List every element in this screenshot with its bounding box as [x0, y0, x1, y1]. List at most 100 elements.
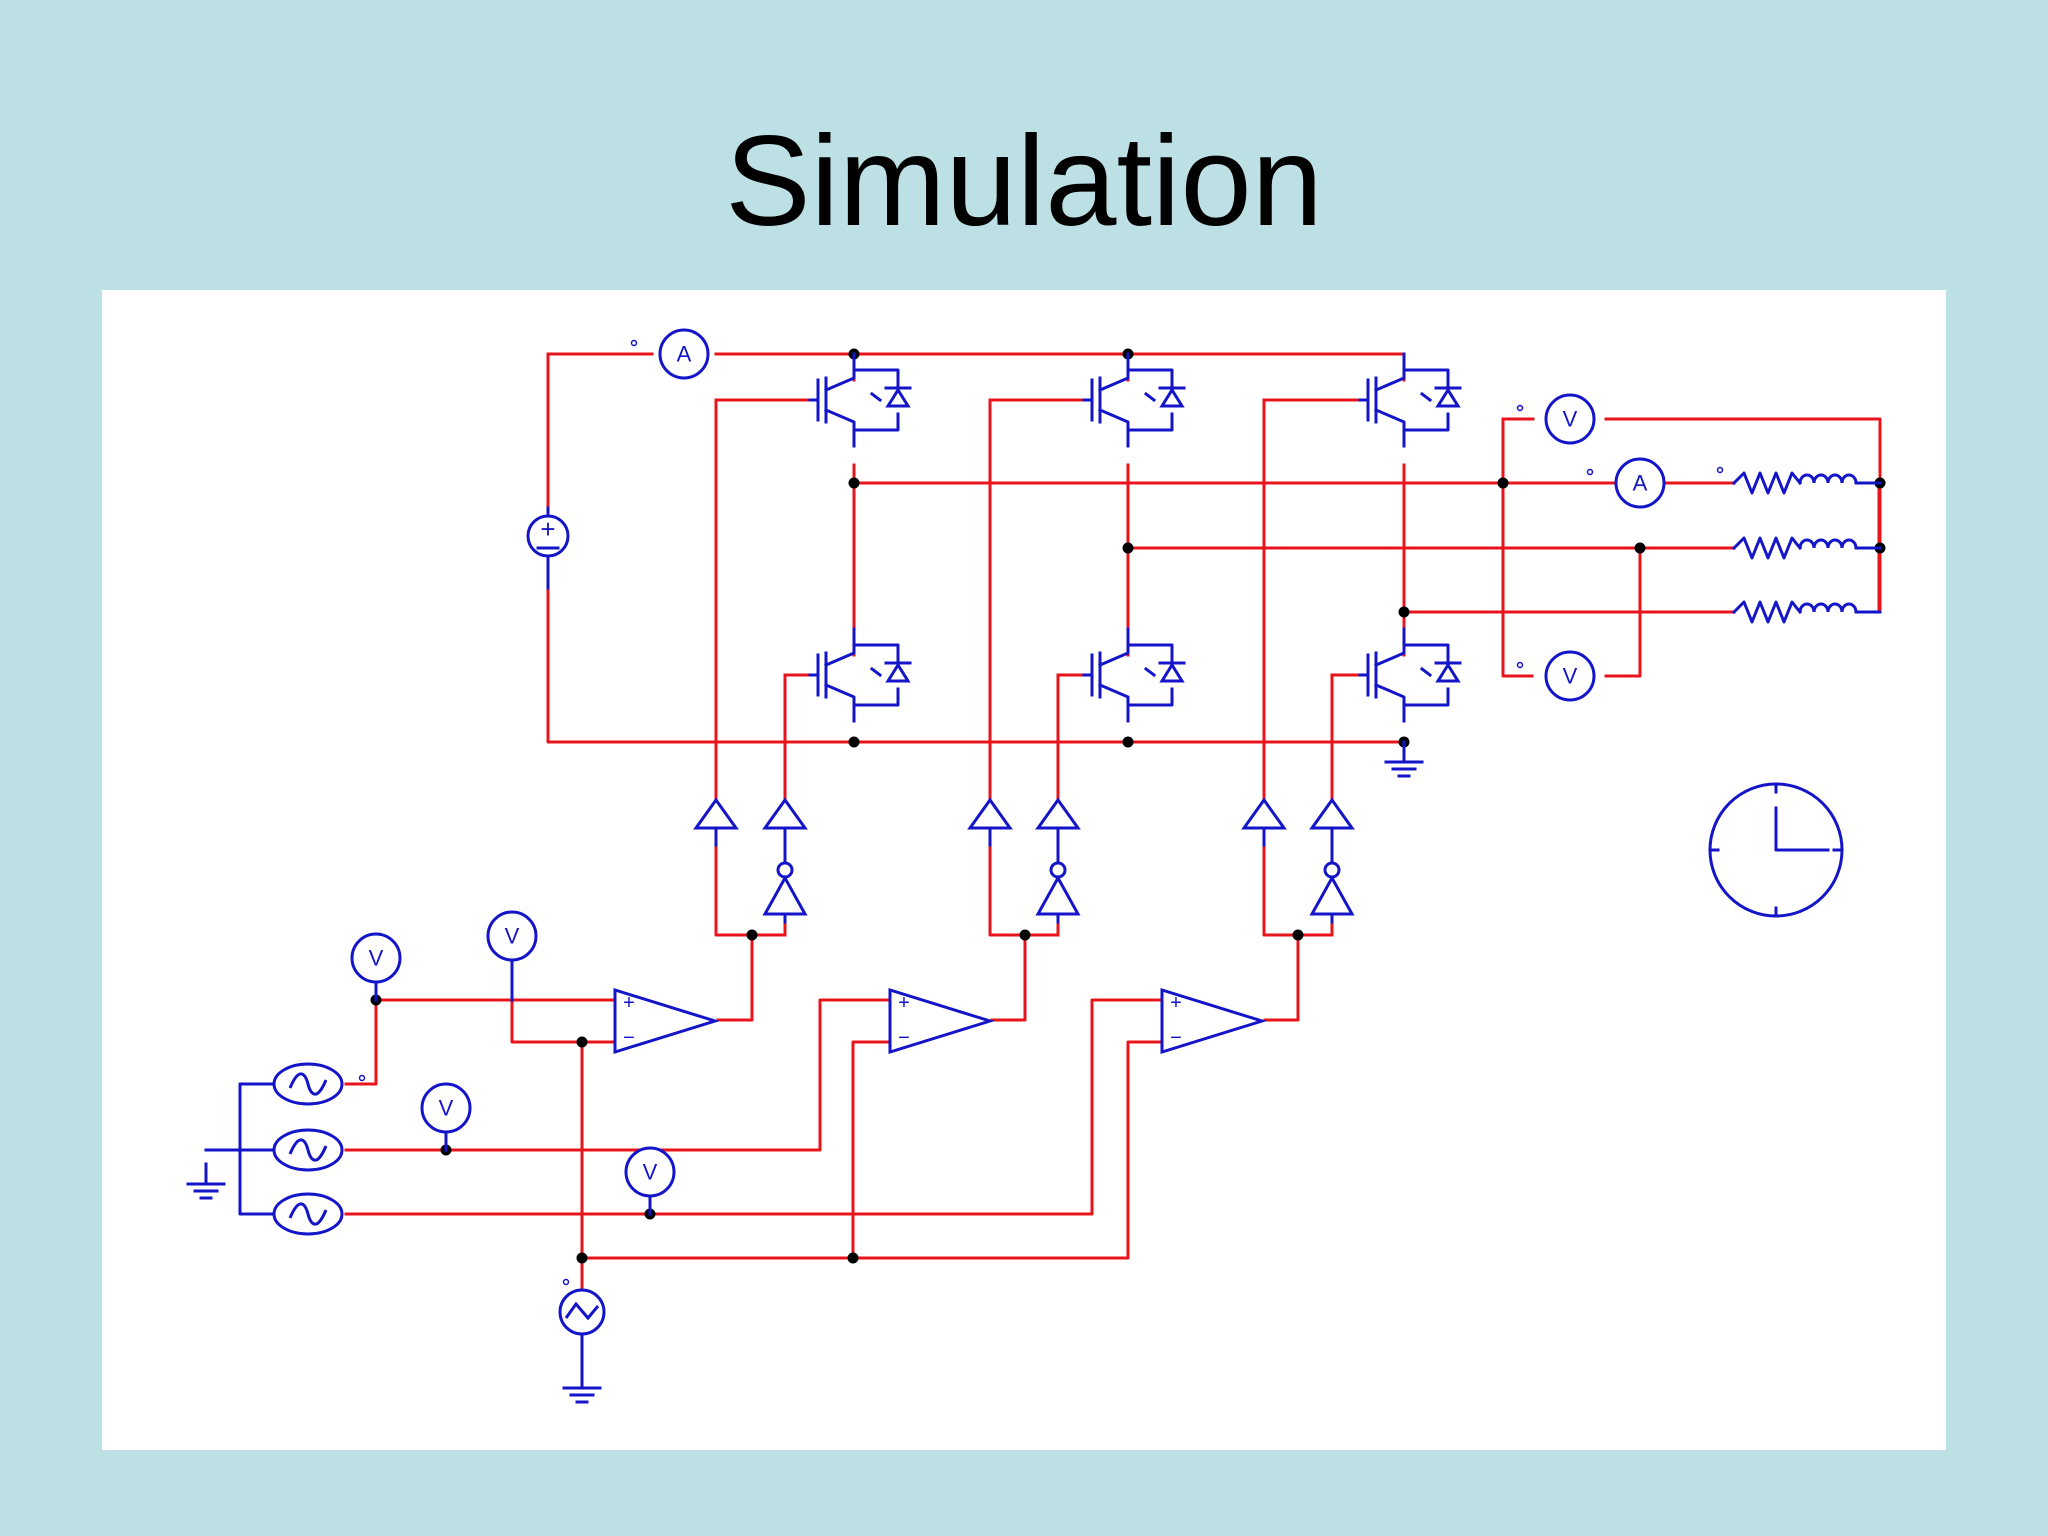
sine-wave-icon — [288, 1138, 328, 1162]
igbt-collector — [824, 627, 856, 667]
opamp-plus-label: + — [623, 992, 635, 1014]
buffer-upper — [1241, 797, 1287, 830]
vmeter-upper-right-wire — [1604, 417, 1882, 485]
output-voltmeter-lower: V — [1516, 650, 1596, 702]
ac-source-b — [272, 1128, 344, 1172]
carrier-wave-icon — [564, 1301, 600, 1321]
vmeter-lower-left-wire — [1501, 417, 1534, 678]
component-line — [852, 368, 900, 388]
opamp-plus-label: + — [898, 992, 910, 1014]
igbt-emitter — [824, 408, 856, 448]
junction-dot — [746, 929, 758, 941]
ref-b-voltmeter-label: V — [439, 1096, 454, 1121]
sine-wave-icon — [288, 1202, 328, 1226]
carrier-voltmeter-label: V — [505, 924, 520, 949]
component-line — [1126, 687, 1174, 707]
comp-2-out-wire — [990, 933, 1027, 1022]
output-voltmeter-upper: V — [1516, 393, 1596, 445]
buffer-2-bottom-wire — [988, 843, 1060, 937]
sine-wave-icon — [288, 1072, 328, 1096]
igbt-switch-2 — [808, 352, 1186, 448]
slide-title: Simulation — [725, 110, 1323, 253]
carrier-bus-wire — [580, 1040, 1164, 1260]
inverter-triangle — [1035, 874, 1081, 916]
inverter-triangle — [762, 874, 808, 916]
gate-driver-1 — [693, 797, 808, 924]
comparator-2: +− — [888, 987, 996, 1055]
inverter-ground-icon — [1384, 740, 1424, 778]
output-ammeter-label: A — [1633, 471, 1648, 496]
ref-c-voltmeter-label: V — [643, 1160, 658, 1185]
dc-voltage-source: + — [526, 506, 570, 590]
inverter-bubble — [1323, 861, 1341, 879]
comp-1-out-wire — [716, 933, 754, 1022]
carrier-to-comp2-wire — [851, 1040, 892, 1260]
igbt-switch-1 — [808, 352, 912, 448]
igbt-switch-4 — [808, 627, 912, 723]
igbt-switch-6 — [808, 627, 1462, 723]
component-line — [1402, 687, 1450, 707]
comp-3-out-wire — [1263, 933, 1300, 1022]
igbt-emitter — [1098, 683, 1130, 723]
opamp-triangle — [1160, 987, 1268, 1055]
dc-bus-ammeter: A — [630, 328, 710, 380]
inverter-triangle — [1309, 874, 1355, 916]
clock-hands — [1774, 806, 1830, 852]
comparator-1: +− — [613, 987, 721, 1055]
polarity-mark — [562, 1278, 570, 1286]
component-line — [1126, 368, 1174, 388]
junction-dot — [576, 1036, 588, 1048]
carrier-source — [558, 1278, 606, 1370]
ammeter-circle — [658, 328, 710, 380]
opamp-plus-label: + — [1170, 992, 1182, 1014]
buffer-lower — [1309, 797, 1355, 830]
polarity-mark — [630, 339, 638, 347]
opamp-minus-label: − — [898, 1027, 910, 1049]
igbt-collector — [1374, 627, 1406, 667]
junction-dot — [1497, 477, 1509, 489]
junction-dot — [1398, 606, 1410, 618]
igbt-arrow — [869, 666, 883, 678]
opamp-minus-label: − — [623, 1027, 635, 1049]
component-line — [852, 687, 900, 707]
component-line — [852, 412, 900, 432]
resistor-zigzag — [1731, 600, 1803, 624]
igbt-collector — [1098, 627, 1130, 667]
igbt-collector — [824, 352, 856, 392]
polarity-mark — [358, 1074, 366, 1082]
component-line — [1402, 368, 1450, 388]
igbt-emitter — [1374, 683, 1406, 723]
dc-bus-negative-wire — [546, 352, 1406, 744]
inductor-coil — [1798, 538, 1858, 549]
ref-a-voltmeter-label: V — [369, 946, 384, 971]
buffer-lower — [762, 797, 808, 830]
opamp-triangle — [613, 987, 721, 1055]
freewheel-diode — [1435, 387, 1461, 408]
junction-dot — [576, 1252, 588, 1264]
component-line — [1402, 643, 1450, 663]
freewheel-diode — [1159, 662, 1185, 683]
buffer-upper — [967, 797, 1013, 830]
igbt-arrow — [1419, 666, 1433, 678]
igbt-arrow — [869, 391, 883, 403]
carrier-voltmeter: V — [486, 910, 538, 1002]
opamp-minus-label: − — [1170, 1027, 1182, 1049]
rl-load-3 — [1731, 600, 1882, 624]
igbt-arrow — [1143, 391, 1157, 403]
igbt-arrow — [1419, 391, 1433, 403]
component-line — [852, 643, 900, 663]
ac-sources-neutral — [204, 1082, 276, 1216]
carrier-ground-icon — [562, 1366, 602, 1404]
resistor-zigzag — [1731, 536, 1803, 560]
component-line — [1126, 412, 1174, 432]
junction-dot — [848, 736, 860, 748]
igbt-emitter — [1098, 408, 1130, 448]
ammeter-label: A — [677, 342, 692, 367]
ac-source-c — [272, 1192, 344, 1236]
output-voltmeter-upper-label: V — [1563, 407, 1578, 432]
junction-dot — [848, 477, 860, 489]
clock-icon — [1708, 782, 1844, 918]
junction-dot — [1122, 736, 1134, 748]
output-ammeter: A — [1586, 457, 1666, 509]
gate-driver-2 — [967, 797, 1081, 924]
